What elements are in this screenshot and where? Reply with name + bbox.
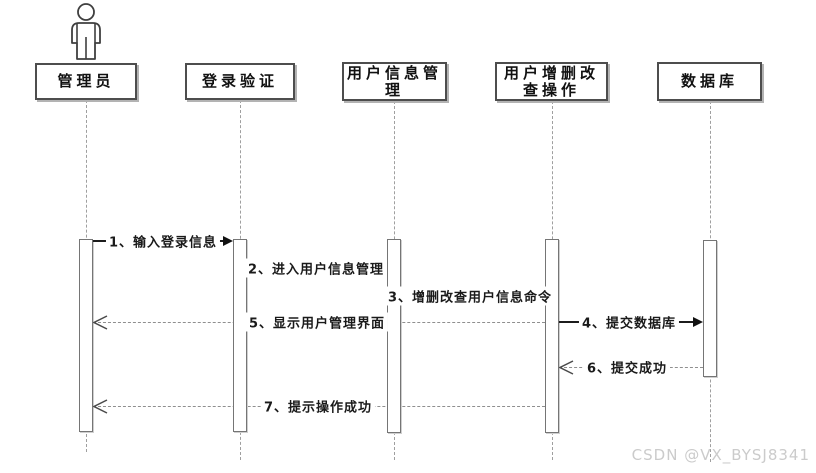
- actor-person-icon: [71, 3, 101, 60]
- message-2-label: 2、进入用户信息管理: [244, 258, 388, 278]
- lifeline-box-login: 登录验证: [185, 63, 295, 100]
- lifeline-box-database: 数据库: [657, 62, 762, 101]
- message-6-label: 6、提交成功: [583, 357, 671, 377]
- message-4-arrowhead: [693, 317, 703, 327]
- message-3-label: 3、增删改查用户信息命令: [384, 286, 556, 306]
- lifeline-box-admin-label: 管理员: [57, 72, 115, 90]
- lifeline-box-login-label: 登录验证: [201, 72, 278, 90]
- lifeline-box-userinfo-label: 用户信息管理: [346, 63, 442, 99]
- message-4-label: 4、提交数据库: [578, 312, 680, 332]
- message-7-arrowhead: [93, 399, 108, 414]
- message-6-arrowhead: [559, 360, 574, 375]
- activation-bar-database: [703, 240, 717, 377]
- activation-bar-admin: [79, 239, 93, 432]
- lifeline-box-admin: 管理员: [35, 63, 137, 100]
- message-1-arrowhead: [223, 236, 233, 246]
- message-5-label: 5、显示用户管理界面: [245, 312, 389, 332]
- lifeline-box-userinfo: 用户信息管理: [342, 62, 447, 101]
- lifeline-box-crud-label: 用户增删改查操作: [503, 63, 599, 99]
- lifeline-box-crud: 用户增删改查操作: [495, 62, 608, 101]
- activation-bar-userinfo: [387, 239, 401, 433]
- activation-bar-crud: [545, 239, 559, 433]
- message-5-arrowhead: [93, 315, 108, 330]
- lifeline-box-database-label: 数据库: [680, 72, 738, 90]
- activation-bar-login: [233, 239, 247, 432]
- message-1-label: 1、输入登录信息: [105, 231, 221, 251]
- message-7-label: 7、提示操作成功: [260, 396, 376, 416]
- watermark-text: CSDN @VX_BYSJ8341: [631, 446, 810, 464]
